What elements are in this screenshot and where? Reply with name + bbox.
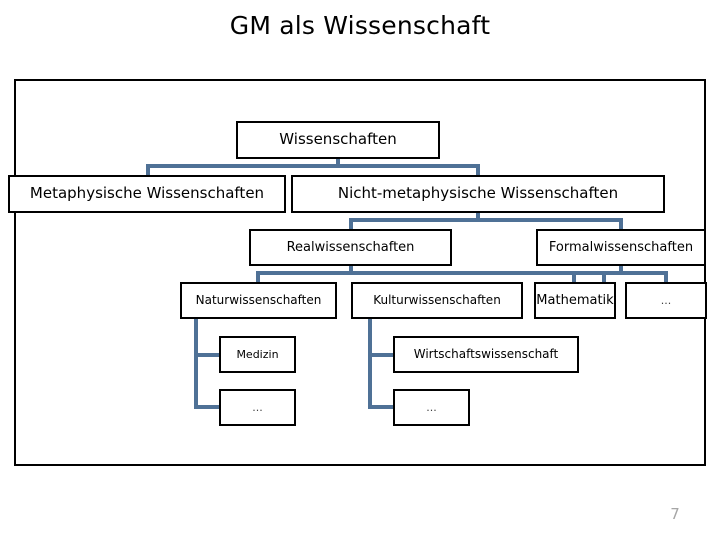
node-label: ...: [660, 293, 672, 307]
connector-bar-formal-children: [572, 271, 668, 275]
connector-stem-kultur: [368, 319, 372, 409]
node-formalwissenschaften[interactable]: Formalwissenschaften: [536, 229, 706, 266]
page-title: GM als Wissenschaft: [229, 11, 491, 40]
connector-drop-metaphysische: [146, 164, 150, 176]
node-label: ...: [426, 400, 437, 414]
connector-stem-natur: [194, 319, 198, 409]
connector-drop-natur: [256, 271, 260, 283]
node-label: Medizin: [236, 347, 279, 361]
node-kultur-ellipsis[interactable]: ...: [393, 389, 470, 426]
connector-branch-kultur-dots: [368, 405, 395, 409]
node-label: Kulturwissenschaften: [373, 293, 501, 308]
node-label: Formalwissenschaften: [548, 239, 694, 255]
node-wirtschaftswissenschaft[interactable]: Wirtschaftswissenschaft: [393, 336, 579, 373]
connector-drop-real: [349, 218, 353, 230]
node-metaphysische-wissenschaften[interactable]: Metaphysische Wissenschaften: [8, 175, 286, 213]
node-label: Realwissenschaften: [286, 239, 415, 255]
connector-stem-real: [349, 266, 353, 275]
node-label: Wirtschaftswissenschaft: [413, 347, 559, 362]
page-number: 7: [670, 505, 680, 523]
node-medizin[interactable]: Medizin: [219, 336, 296, 373]
connector-branch-medizin: [194, 353, 221, 357]
connector-stem-nicht-metaphysische: [476, 213, 480, 222]
node-label: Nicht-metaphysische Wissenschaften: [337, 184, 619, 203]
node-natur-ellipsis[interactable]: ...: [219, 389, 296, 426]
connector-drop-mathematik: [572, 271, 576, 283]
connector-bar-real-children: [256, 271, 606, 275]
connector-branch-wirtschaft: [368, 353, 395, 357]
connector-bar-level1: [146, 164, 480, 168]
connector-stem-wissenschaften: [336, 159, 340, 168]
node-wissenschaften[interactable]: Wissenschaften: [236, 121, 440, 159]
node-label: ...: [252, 400, 263, 414]
node-realwissenschaften[interactable]: Realwissenschaften: [249, 229, 452, 266]
connector-drop-formal-dots: [664, 271, 668, 283]
connector-bar-level2: [349, 218, 623, 222]
node-label: Naturwissenschaften: [195, 293, 322, 308]
node-label: Metaphysische Wissenschaften: [29, 184, 265, 203]
node-naturwissenschaften[interactable]: Naturwissenschaften: [180, 282, 337, 319]
node-formal-ellipsis[interactable]: ...: [625, 282, 707, 319]
connector-drop-nicht-metaphysische: [476, 164, 480, 176]
node-label: Wissenschaften: [279, 130, 397, 149]
connector-branch-natur-dots: [194, 405, 221, 409]
connector-stem-formal: [619, 266, 623, 275]
node-nicht-metaphysische-wissenschaften[interactable]: Nicht-metaphysische Wissenschaften: [291, 175, 665, 213]
connector-drop-formal: [619, 218, 623, 230]
node-label: Mathematik: [536, 292, 614, 308]
node-mathematik[interactable]: Mathematik: [534, 282, 616, 319]
connector-drop-kultur: [602, 271, 606, 283]
node-kulturwissenschaften[interactable]: Kulturwissenschaften: [351, 282, 523, 319]
